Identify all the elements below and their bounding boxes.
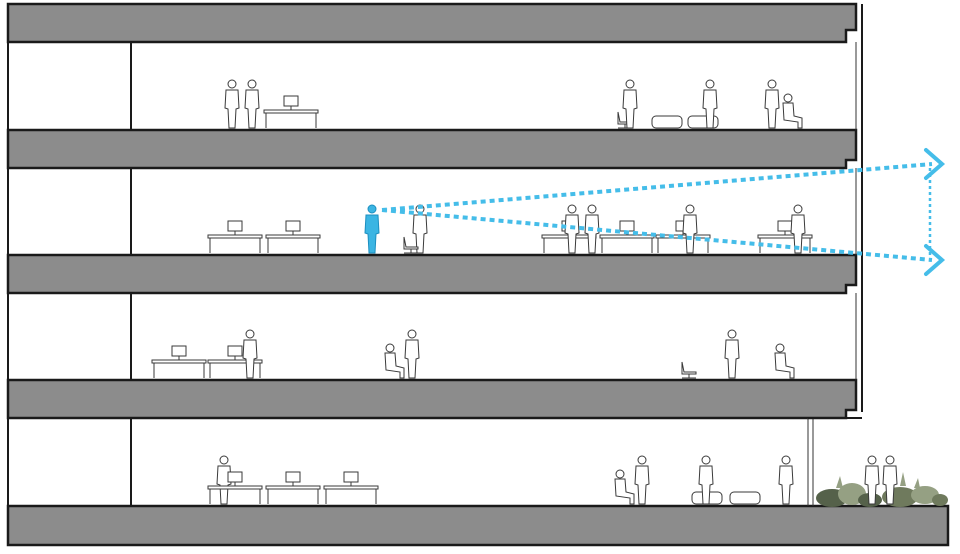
slab-level-1 — [6, 378, 858, 420]
floor-slabs — [6, 2, 950, 547]
ground-slab — [6, 504, 950, 547]
floor-1-occupants — [151, 329, 795, 379]
ground-floor-occupants — [207, 455, 794, 505]
arrowhead-upper-icon — [924, 148, 946, 180]
floor-3-occupants — [224, 79, 803, 129]
floor-2-occupants — [207, 204, 813, 254]
exterior-planting — [816, 455, 948, 507]
roof-slab — [6, 2, 858, 44]
structure-lines — [7, 4, 863, 506]
arrowhead-lower-icon — [924, 244, 946, 276]
highlighted-viewer-figure — [364, 204, 380, 254]
view-sightlines — [381, 148, 946, 276]
slab-level-3 — [6, 128, 858, 170]
slab-level-2 — [6, 253, 858, 295]
